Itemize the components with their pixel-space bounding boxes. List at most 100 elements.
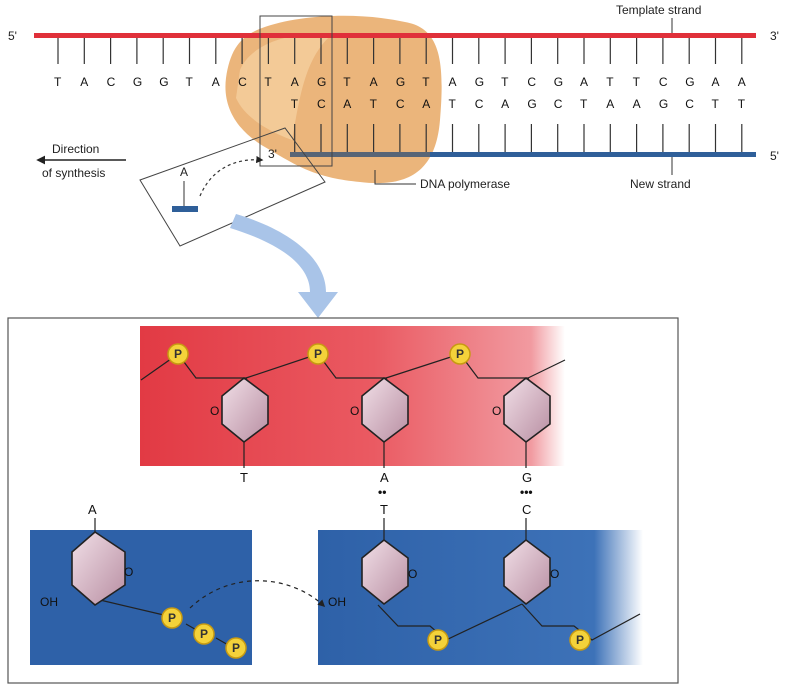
new-base-letter: A — [343, 97, 351, 111]
new-strand-sugar — [361, 538, 409, 606]
detail-template-base: A — [380, 470, 389, 485]
direction-label-line1: Direction — [52, 142, 99, 156]
template-base-letter: T — [633, 75, 641, 89]
five-prime-bottom-right: 5' — [770, 149, 779, 163]
incoming-oh-label: OH — [40, 595, 58, 609]
template-base-letter: T — [54, 75, 62, 89]
new-strand-sugar — [503, 538, 551, 606]
incoming-ring-oxygen: O — [124, 565, 133, 579]
new-base-letter: G — [527, 97, 536, 111]
template-base-letter: A — [370, 75, 378, 89]
new-ring-oxygen: O — [408, 567, 417, 581]
hydrogen-bond-marks: •• — [378, 485, 386, 499]
pair-marks: ••••• — [378, 485, 533, 499]
template-base-letter: A — [449, 75, 457, 89]
template-base-letter: C — [527, 75, 536, 89]
incoming-nucleotide-letter: A — [180, 165, 188, 179]
detail-template-base: G — [522, 470, 532, 485]
template-base-letter: A — [212, 75, 220, 89]
incoming-sugar — [71, 530, 126, 607]
new-strand-phosphate: P — [569, 629, 591, 651]
new-base-letter: A — [422, 97, 430, 111]
template-backbone-path — [140, 353, 566, 413]
template-phosphate: P — [167, 343, 189, 365]
new-ring-oxygen: O — [550, 567, 559, 581]
template-rungs — [57, 38, 743, 64]
template-base-letter: G — [396, 75, 405, 89]
hydrogen-bond-marks: ••• — [520, 485, 533, 499]
new-base-letter: T — [738, 97, 746, 111]
template-ring-oxygen: O — [210, 404, 219, 418]
template-base-letter: T — [422, 75, 430, 89]
phosphate-letter: P — [200, 627, 208, 641]
incoming-phosphate: P — [193, 623, 215, 645]
template-base-letter: G — [685, 75, 694, 89]
polymerase-leader — [374, 170, 416, 185]
new-base-letter: C — [396, 97, 405, 111]
new-base-letter: A — [606, 97, 614, 111]
template-phosphate: P — [307, 343, 329, 365]
template-phosphate: P — [449, 343, 471, 365]
template-base-letter: T — [501, 75, 509, 89]
direction-label-line2: of synthesis — [42, 166, 105, 180]
new-strand-phosphate: P — [427, 629, 449, 651]
detail-new-base: C — [522, 502, 531, 517]
incoming-phosphate: P — [225, 637, 247, 659]
phosphate-letter: P — [314, 347, 322, 361]
five-prime-top-left: 5' — [8, 29, 17, 43]
template-base-letter: A — [80, 75, 88, 89]
phosphate-letter: P — [456, 347, 464, 361]
incoming-band — [30, 530, 252, 665]
new-base-letter: T — [370, 97, 378, 111]
new-base-letter: C — [475, 97, 484, 111]
template-base-letter: G — [159, 75, 168, 89]
new-base-letter: A — [633, 97, 641, 111]
phosphate-letter: P — [174, 347, 182, 361]
phosphate-letter: P — [576, 633, 584, 647]
template-base-letter: G — [475, 75, 484, 89]
new-rungs — [294, 124, 743, 152]
incoming-nucleotide-dashed-arrow — [199, 155, 264, 197]
template-base-letter: A — [580, 75, 588, 89]
template-base-letter: C — [659, 75, 668, 89]
new-base-letter: T — [449, 97, 457, 111]
new-base-letter: T — [712, 97, 720, 111]
new-base-letter: C — [317, 97, 326, 111]
three-prime-primer-end: 3' — [268, 147, 277, 161]
new-base-letter: T — [580, 97, 588, 111]
template-base-letter: G — [554, 75, 563, 89]
template-base-letter: G — [133, 75, 142, 89]
new-base-letter: A — [501, 97, 509, 111]
phosphate-letter: P — [168, 611, 176, 625]
template-ring-oxygen: O — [492, 404, 501, 418]
incoming-nucleotide-bar — [172, 206, 198, 212]
zoom-arrow — [230, 214, 338, 318]
template-base-letter: T — [606, 75, 614, 89]
template-base-letter: A — [291, 75, 299, 89]
new-strand-band — [318, 530, 643, 665]
template-strand-label: Template strand — [616, 3, 701, 17]
phosphate-letter: P — [232, 641, 240, 655]
new-base-letter: C — [554, 97, 563, 111]
template-base-letter: A — [738, 75, 746, 89]
new-base-letter: T — [291, 97, 299, 111]
phosphate-letter: P — [434, 633, 442, 647]
new-strand-backbone-path — [377, 603, 641, 641]
template-base-letter: G — [317, 75, 326, 89]
incoming-phosphates: P P P — [161, 607, 247, 659]
incoming-nucleotide-box — [139, 127, 326, 247]
template-band — [140, 326, 565, 466]
primer-overlap — [290, 152, 430, 157]
